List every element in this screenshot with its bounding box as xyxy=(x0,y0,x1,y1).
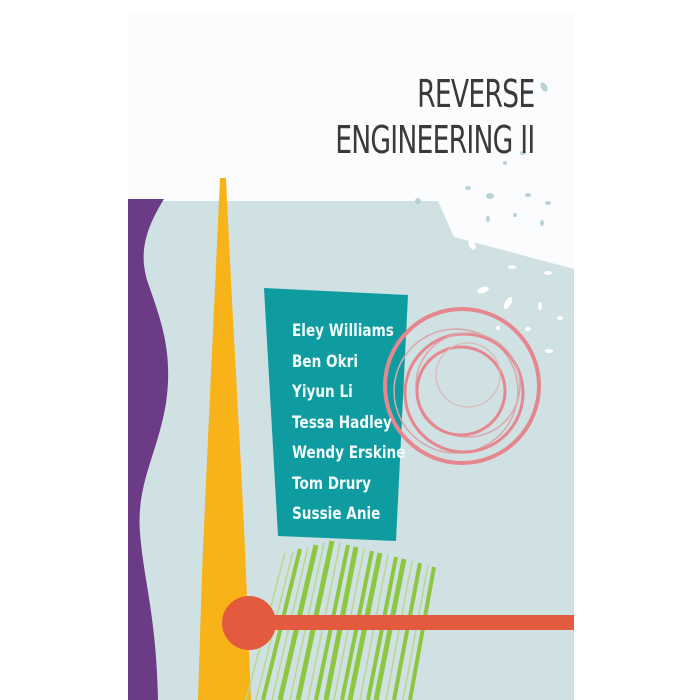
author-name: Wendy Erskine xyxy=(292,443,406,463)
author-name: Yiyun Li xyxy=(292,382,353,402)
purple-wave xyxy=(128,199,169,700)
author-name: Eley Williams xyxy=(292,321,394,341)
cover-artwork xyxy=(128,82,574,700)
concentric-circles xyxy=(383,307,541,465)
author-name: Tom Drury xyxy=(292,473,371,494)
red-bar xyxy=(248,615,574,630)
author-name: Sussie Anie xyxy=(292,504,381,524)
red-dot xyxy=(222,596,276,650)
author-panel xyxy=(264,288,408,541)
confetti-specks xyxy=(415,82,551,226)
author-name: Tessa Hadley xyxy=(292,412,392,433)
yellow-spike xyxy=(198,178,251,700)
confetti-white xyxy=(468,240,563,353)
author-name: Ben Okri xyxy=(292,351,358,372)
book-cover: REVERSE ENGINEERING II Eley Williams Ben… xyxy=(128,13,574,700)
author-list: Eley Williams Ben Okri Yiyun Li Tessa Ha… xyxy=(292,316,405,530)
book-title: REVERSE ENGINEERING II xyxy=(334,71,535,163)
title-line-1: REVERSE xyxy=(416,72,535,116)
title-line-2: ENGINEERING II xyxy=(334,118,535,162)
